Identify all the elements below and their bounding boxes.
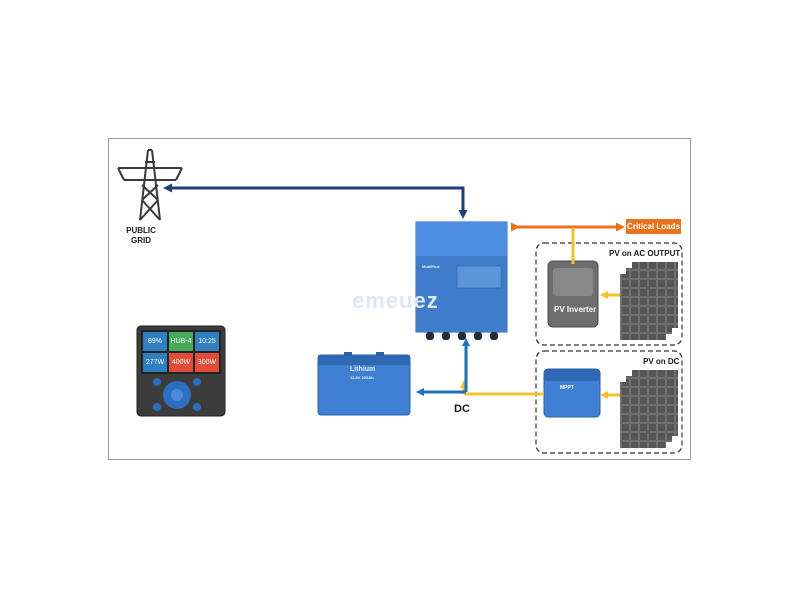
grid-connection-line [163, 183, 468, 219]
pv-ac-output-box [535, 242, 683, 346]
solar-panel-ac-icon [620, 262, 678, 340]
watermark: emeuez [352, 288, 439, 313]
mppt-charger [543, 368, 601, 418]
pv-on-ac-output-label: PV on AC OUTPUT [609, 249, 681, 258]
screen-tile: 89% [143, 332, 167, 351]
lithium-label: Lithium [350, 366, 376, 373]
pv-inverter [547, 260, 599, 328]
dc-label: DC [454, 403, 470, 415]
pv-inverter-label: PV Inverter [554, 305, 597, 314]
multiplus-label: MultiPlus [422, 264, 440, 269]
pv-ac-line [571, 229, 620, 299]
pv-dc-box [535, 350, 683, 454]
public-grid-label: PUBLIC GRID [126, 226, 156, 245]
lithium-battery [317, 352, 411, 416]
screen-tile: 10:25 [195, 332, 219, 351]
screen-tile: HUB-4 [169, 332, 193, 351]
lithium-spec-label: 12.8V 200Ah [350, 375, 374, 380]
transmission-tower-icon [117, 149, 183, 221]
dc-bus-line [416, 338, 470, 396]
screen-tile: 400W [169, 353, 193, 372]
solar-panel-dc-icon [620, 370, 678, 448]
multiplus-inverter [415, 221, 508, 340]
screen-tile: 300W [195, 353, 219, 372]
critical-loads-badge: Critical Loads [626, 219, 681, 234]
screen-tile: 277W [143, 353, 167, 372]
pv-on-dc-label: PV on DC [643, 357, 680, 366]
mppt-label: MPPT [560, 385, 574, 391]
